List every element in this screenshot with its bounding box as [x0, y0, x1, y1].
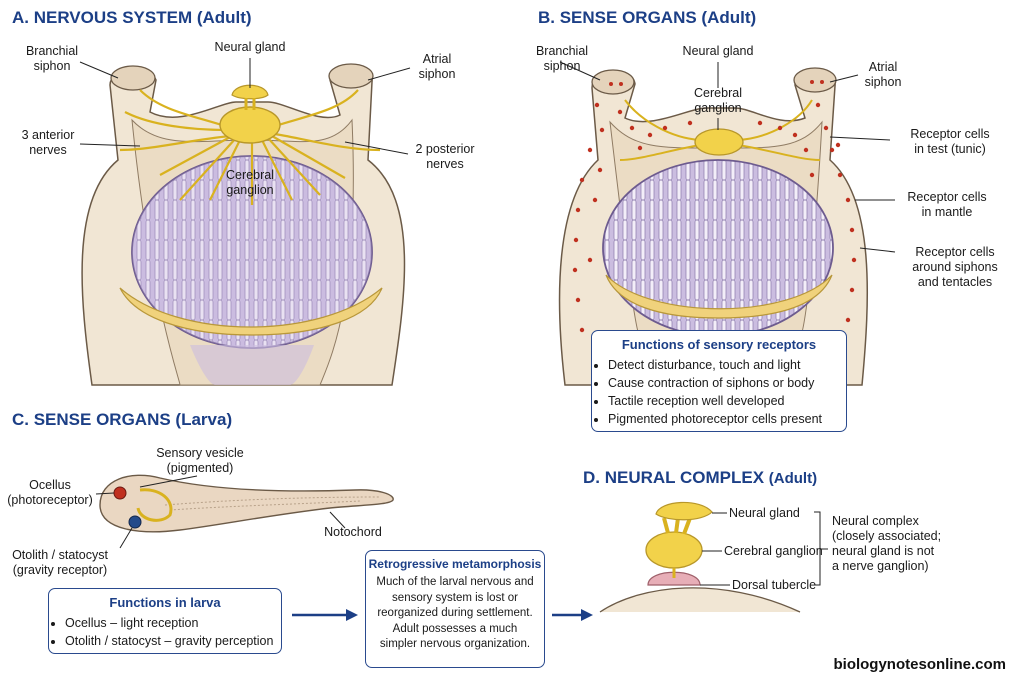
sensory-functions-list: Detect disturbance, touch and light Caus…	[592, 356, 846, 428]
metamorphosis-box: Retrogressive metamorphosis Much of the …	[365, 550, 545, 668]
panel-d-title-suffix: (Adult)	[768, 470, 818, 487]
receptor-dots	[572, 80, 857, 333]
panel-c-pointers	[95, 475, 346, 549]
sensory-functions-title: Functions of sensory receptors	[621, 337, 817, 352]
label-neural-complex: Neural complex(closely associated;neural…	[832, 514, 942, 573]
label-neural-gland-b: Neural gland	[682, 44, 754, 58]
larva-function-item: Otolith / statocyst – gravity perception	[65, 632, 281, 650]
label-ocellus: Ocellus(photoreceptor)	[7, 478, 93, 507]
panel-b-body	[558, 67, 869, 386]
panel-d-title: D. NEURAL COMPLEX (Adult)	[583, 468, 817, 488]
panel-a-body	[81, 63, 406, 386]
sensory-function-item: Detect disturbance, touch and light	[608, 356, 846, 374]
panel-b-pointers	[559, 61, 896, 253]
label-neural-gland-d: Neural gland	[729, 506, 800, 520]
sensory-function-item: Cause contraction of siphons or body	[608, 374, 846, 392]
panel-d-title-main: D. NEURAL COMPLEX	[583, 468, 765, 487]
larva-functions-box: Functions in larva Ocellus – light recep…	[48, 588, 282, 654]
panel-d-complex	[599, 501, 801, 613]
label-neural-gland-a: Neural gland	[214, 40, 286, 54]
panel-b-title: B. SENSE ORGANS (Adult)	[538, 8, 757, 27]
label-cerebral-ganglion-d: Cerebral ganglion	[724, 544, 823, 558]
label-otolith: Otolith / statocyst(gravity receptor)	[12, 548, 108, 577]
panel-d-pointers	[700, 511, 828, 586]
larva-function-item: Ocellus – light reception	[65, 614, 281, 632]
label-notochord: Notochord	[324, 525, 382, 539]
panel-a-title: A. NERVOUS SYSTEM (Adult)	[12, 8, 252, 27]
sensory-functions-box: Functions of sensory receptors Detect di…	[591, 330, 847, 432]
larva-functions-list: Ocellus – light reception Otolith / stat…	[49, 614, 281, 650]
larva-functions-title: Functions in larva	[109, 595, 221, 610]
metamorphosis-title: Retrogressive metamorphosis	[368, 557, 542, 571]
label-dorsal-tubercle: Dorsal tubercle	[732, 578, 817, 592]
site-watermark: biologynotesonline.com	[833, 656, 1006, 673]
panel-a-pointers	[79, 58, 411, 155]
panel-c-larva	[99, 474, 394, 533]
sensory-function-item: Pigmented photoreceptor cells present	[608, 410, 846, 428]
flow-arrows	[292, 609, 593, 621]
sensory-function-item: Tactile reception well developed	[608, 392, 846, 410]
label-sensory-vesicle: Sensory vesicle(pigmented)	[156, 446, 244, 475]
metamorphosis-text: Much of the larval nervous and sensory s…	[376, 576, 534, 650]
panel-c-title: C. SENSE ORGANS (Larva)	[12, 410, 233, 429]
